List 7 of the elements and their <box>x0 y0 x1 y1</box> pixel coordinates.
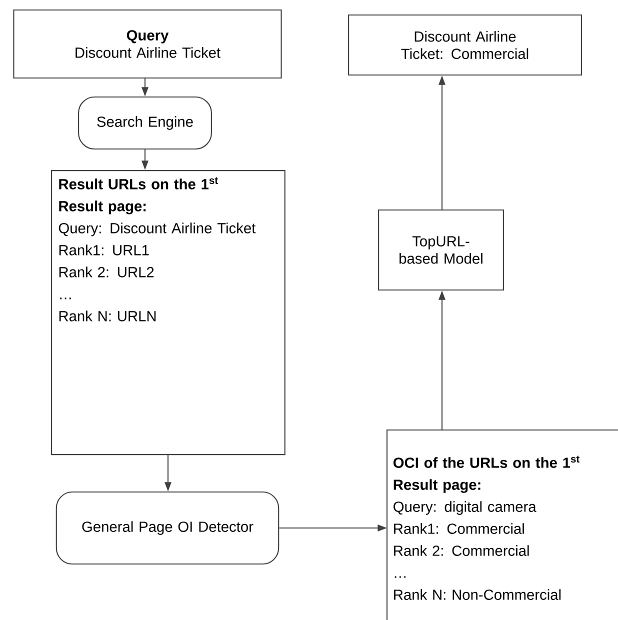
model-box: TopURL-based Model <box>378 209 504 291</box>
process-box: Search Engine <box>78 96 212 150</box>
output-box: Discount Airline Ticket: Commercial <box>348 14 582 76</box>
query-box: Query Discount Airline Ticket <box>13 9 282 79</box>
result-list-box: OCI of the URLs on the 1$^{st}$ Result page: Query: digital camera Rank1: Commercial Rank 2: Commercial … Rank N: Non-Commercial <box>386 429 618 620</box>
process-box: General Page OI Detector <box>56 491 280 565</box>
result-list-box: Result URLs on the 1$^{st}$ Result page: Query: Discount Airline Ticket Rank1: URL1 Rank 2: URL2 … Rank N: URLN <box>51 170 286 456</box>
